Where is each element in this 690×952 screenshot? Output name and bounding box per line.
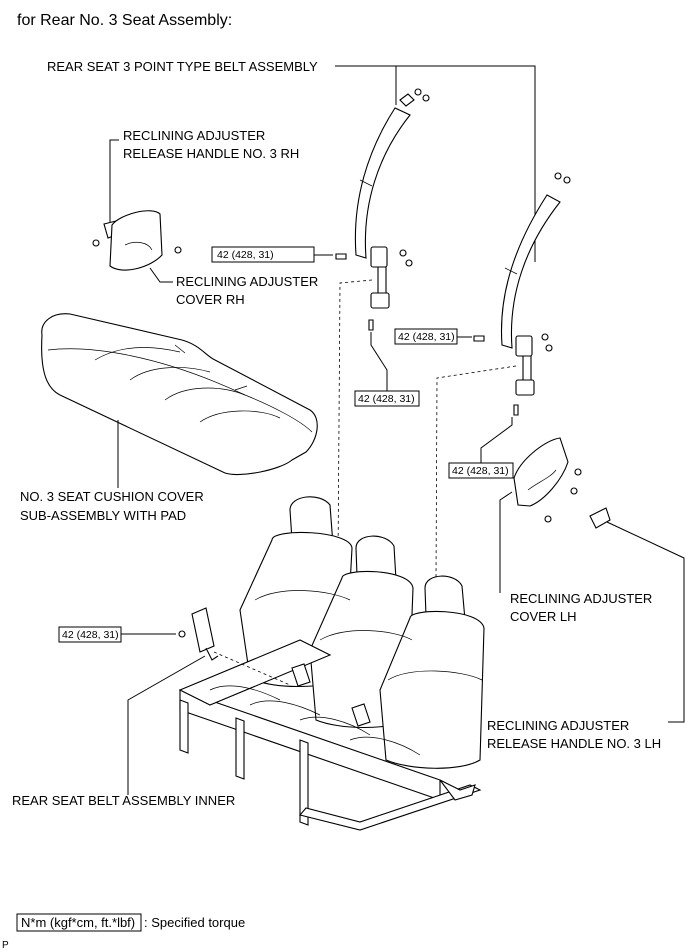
belt-right xyxy=(473,172,571,416)
torque-box-3: 42 (428, 31) xyxy=(354,332,420,407)
label-handle-lh-2: RELEASE HANDLE NO. 3 LH xyxy=(487,736,661,751)
legend-unit: N*m (kgf*cm, ft.*lbf) xyxy=(21,915,135,930)
label-handle-rh-2: RELEASE HANDLE NO. 3 RH xyxy=(123,146,299,161)
label-cushion-1: NO. 3 SEAT CUSHION COVER xyxy=(20,489,204,504)
legend-text: : Specified torque xyxy=(144,915,245,930)
leader-belt-inner xyxy=(127,655,206,795)
torque-legend: N*m (kgf*cm, ft.*lbf) : Specified torque xyxy=(16,913,245,932)
label-cover-lh-2: COVER LH xyxy=(510,609,576,624)
dashed-guides xyxy=(337,279,517,581)
handle-lh-part xyxy=(589,507,611,529)
svg-text:42 (428, 31): 42 (428, 31) xyxy=(358,393,415,405)
leader-cover-rh xyxy=(149,267,173,283)
leader-belt-assembly xyxy=(335,65,536,262)
belt-inner-dash xyxy=(213,651,291,686)
leader-cover-lh xyxy=(499,491,513,593)
torque-box-5: 42 (428, 31) xyxy=(58,626,176,643)
label-belt-inner: REAR SEAT BELT ASSEMBLY INNER xyxy=(12,793,235,808)
label-cushion-2: SUB-ASSEMBLY WITH PAD xyxy=(20,508,186,523)
svg-text:42 (428, 31): 42 (428, 31) xyxy=(452,465,509,477)
seat-cushion xyxy=(41,313,318,476)
cover-lh-part xyxy=(513,437,582,523)
belt-left xyxy=(335,88,430,331)
page-title: for Rear No. 3 Seat Assembly: xyxy=(17,12,232,29)
label-handle-rh-1: RECLINING ADJUSTER xyxy=(123,128,265,143)
label-cover-rh-2: COVER RH xyxy=(176,292,245,307)
torque-box-1: 42 (428, 31) xyxy=(211,246,333,263)
leader-handle-lh xyxy=(606,521,685,723)
label-cover-lh-1: RECLINING ADJUSTER xyxy=(510,591,652,606)
svg-text:42 (428, 31): 42 (428, 31) xyxy=(62,629,119,641)
torque-box-4: 42 (428, 31) xyxy=(448,417,514,479)
torque-box-2: 42 (428, 31) xyxy=(394,328,472,345)
svg-text:42 (428, 31): 42 (428, 31) xyxy=(217,249,274,261)
svg-text:42 (428, 31): 42 (428, 31) xyxy=(398,331,455,343)
label-handle-lh-1: RECLINING ADJUSTER xyxy=(487,718,629,733)
label-belt-assembly: REAR SEAT 3 POINT TYPE BELT ASSEMBLY xyxy=(47,59,318,74)
belt-inner-part xyxy=(178,607,219,661)
corner-mark: P xyxy=(2,940,9,951)
label-cover-rh-1: RECLINING ADJUSTER xyxy=(176,274,318,289)
seat-assembly xyxy=(178,496,485,831)
leader-handle-rh xyxy=(109,139,119,222)
cover-rh-part xyxy=(109,210,182,271)
